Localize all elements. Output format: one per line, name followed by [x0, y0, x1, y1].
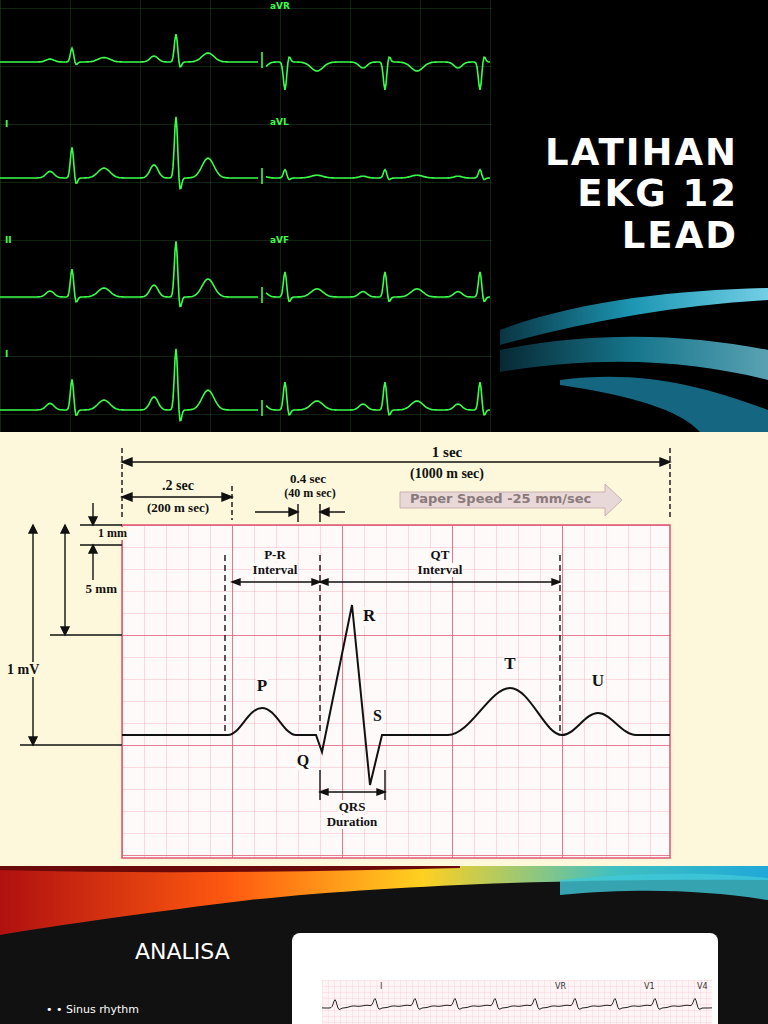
paper-speed: Paper Speed -25 mm/sec — [410, 492, 591, 506]
interval-label: QT — [430, 548, 451, 562]
lead-name: I — [5, 120, 8, 130]
lead-marker — [261, 52, 263, 68]
ecg-trace — [266, 170, 490, 180]
ecg-strip — [322, 999, 712, 1010]
ecg-trace — [266, 57, 490, 90]
lead-name: aVR — [270, 2, 290, 12]
time-dimension: (40 m sec) — [283, 487, 336, 500]
section-heading: ANALISA — [135, 940, 230, 964]
ecg-trace — [0, 34, 258, 67]
lead-name: VR — [555, 983, 566, 992]
wave-letter: U — [591, 672, 605, 691]
lead-name: I — [5, 350, 8, 360]
wave-letter: S — [372, 707, 383, 725]
ecg-trace — [266, 272, 490, 301]
lead-marker — [261, 168, 263, 184]
amplitude-dimension: 1 mm — [97, 527, 128, 540]
ecg-trace — [0, 241, 258, 306]
ecg-trace — [0, 117, 258, 189]
ecg-trace — [266, 382, 490, 415]
interval-label: Interval — [417, 563, 464, 577]
lead-name: II — [5, 236, 12, 246]
bullet-text: • • Sinus rhythm — [46, 1004, 139, 1016]
lead-marker — [261, 400, 263, 416]
time-dimension: (1000 m sec) — [409, 466, 485, 481]
interval-label: QRS — [338, 800, 367, 814]
interval-label: Interval — [252, 563, 299, 577]
amplitude-dimension: 1 mV — [6, 662, 40, 677]
lead-name: V4 — [697, 983, 708, 992]
amplitude-dimension: 5 mm — [85, 582, 118, 596]
slide-title: LATIHAN EKG 12 LEAD — [528, 132, 738, 256]
wave-letter: R — [362, 607, 376, 626]
time-dimension: .2 sec — [161, 478, 195, 493]
time-dimension: 0.4 sec — [289, 472, 327, 486]
lead-name: I — [380, 983, 382, 992]
interval-label: Duration — [326, 815, 379, 829]
lead-name: aVL — [270, 118, 289, 128]
lead-name: aVF — [270, 236, 289, 246]
wave-letter: T — [503, 655, 516, 674]
time-dimension: (200 m sec) — [146, 501, 210, 515]
wave-letter: P — [256, 677, 268, 696]
ecg-trace — [0, 349, 258, 421]
lead-marker — [261, 287, 263, 303]
lead-name: V1 — [644, 983, 655, 992]
wave-letter: Q — [296, 752, 310, 770]
interval-label: P-R — [263, 548, 287, 562]
time-dimension: 1 sec — [431, 444, 463, 461]
